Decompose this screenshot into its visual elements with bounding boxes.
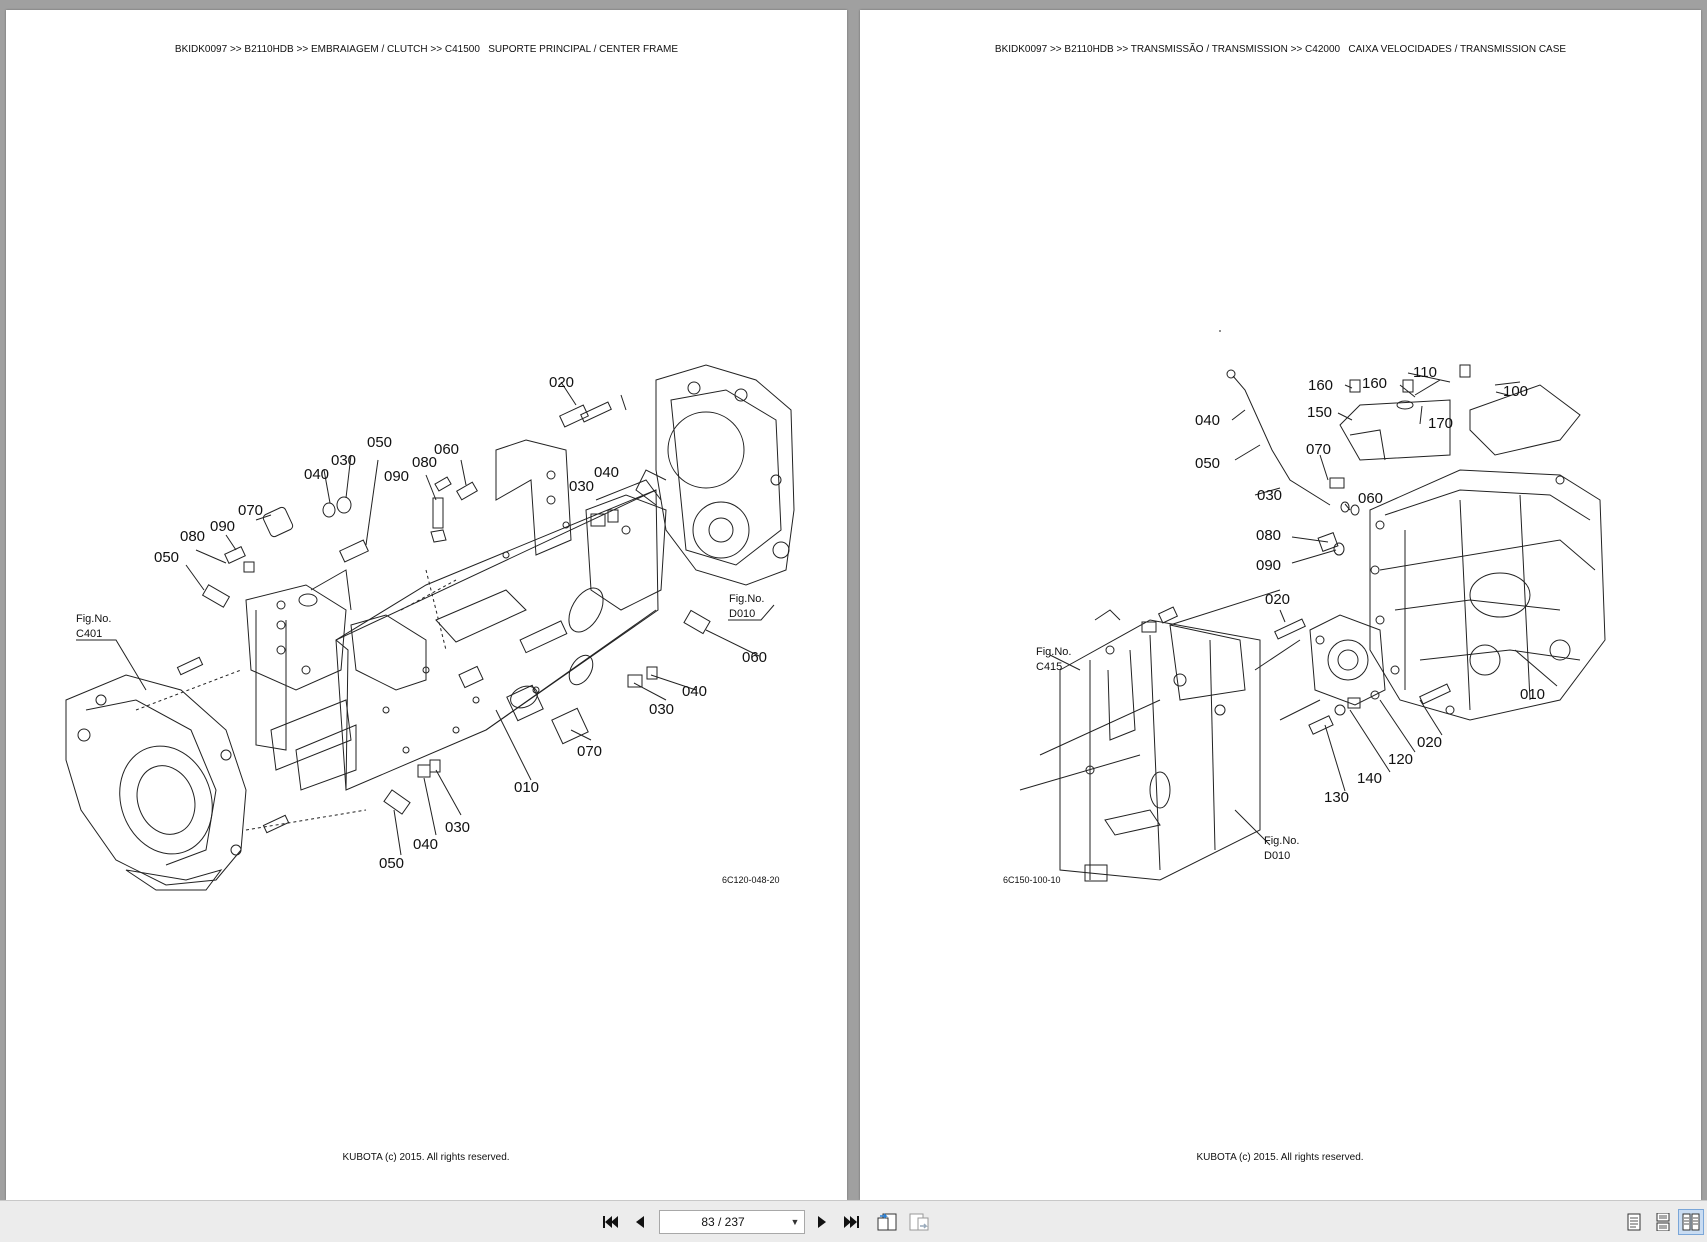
callout-label: 040 bbox=[304, 466, 329, 483]
previous-view-button[interactable] bbox=[874, 1209, 900, 1235]
fig-ref-code: D010 bbox=[729, 608, 755, 620]
page-breadcrumb: BKIDK0097 >> B2110HDB >> TRANSMISSÃO / T… bbox=[994, 44, 1567, 55]
fig-ref-label: Fig.No. bbox=[1264, 835, 1299, 847]
callout-label: 030 bbox=[569, 478, 594, 495]
page-indicator: 83 / 237 bbox=[701, 1215, 745, 1229]
next-view-button[interactable] bbox=[906, 1209, 932, 1235]
callout-label: 040 bbox=[682, 683, 707, 700]
chevron-down-icon: ▼ bbox=[790, 1217, 800, 1227]
callout-label: 050 bbox=[1195, 455, 1220, 472]
callout-label: 100 bbox=[1503, 383, 1528, 400]
fig-ref-code: D010 bbox=[1264, 850, 1290, 862]
parts-diagram-center-frame: 020 050 030 040 080 060 090 030 040 070 … bbox=[65, 364, 795, 891]
page-breadcrumb: BKIDK0097 >> B2110HDB >> EMBRAIAGEM / CL… bbox=[174, 44, 679, 55]
callout-label: 170 bbox=[1428, 415, 1453, 432]
callout-label: 060 bbox=[742, 649, 767, 666]
callout-label: 090 bbox=[1256, 557, 1281, 574]
last-page-button[interactable] bbox=[839, 1209, 865, 1235]
facing-pages-view-button[interactable] bbox=[1678, 1209, 1704, 1235]
callout-label: 070 bbox=[1306, 441, 1331, 458]
callout-label: 070 bbox=[238, 502, 263, 519]
callout-label: 020 bbox=[1417, 734, 1442, 751]
callout-label: 030 bbox=[649, 701, 674, 718]
callout-label: 040 bbox=[413, 836, 438, 853]
first-page-icon bbox=[603, 1216, 618, 1228]
callout-label: 070 bbox=[577, 743, 602, 760]
drawing-code: 6C150-100-10 bbox=[1003, 875, 1061, 885]
callout-label: 050 bbox=[154, 549, 179, 566]
fig-ref-code: C401 bbox=[76, 628, 102, 640]
single-page-view-icon bbox=[1627, 1213, 1641, 1231]
callout-label: 060 bbox=[434, 441, 459, 458]
viewer-toolbar: 83 / 237 ▼ bbox=[0, 1200, 1707, 1242]
callout-label: 120 bbox=[1388, 751, 1413, 768]
facing-pages-view-icon bbox=[1682, 1213, 1700, 1231]
parts-diagram-transmission-case: 110 160 160 100 040 150 170 050 070 030 … bbox=[1003, 330, 1606, 885]
callout-label: 020 bbox=[1265, 591, 1290, 608]
callout-label: 050 bbox=[367, 434, 392, 451]
page-footer: KUBOTA (c) 2015. All rights reserved. bbox=[1196, 1152, 1364, 1163]
callout-label: 050 bbox=[379, 855, 404, 872]
callout-label: 140 bbox=[1357, 770, 1382, 787]
single-page-view-button[interactable] bbox=[1621, 1209, 1647, 1235]
page-right: BKIDK0097 >> B2110HDB >> TRANSMISSÃO / T… bbox=[860, 10, 1701, 1200]
callout-label: 030 bbox=[445, 819, 470, 836]
callout-label: 160 bbox=[1308, 377, 1333, 394]
callout-label: 080 bbox=[180, 528, 205, 545]
callout-label: 150 bbox=[1307, 404, 1332, 421]
callout-label: 010 bbox=[1520, 686, 1545, 703]
next-page-icon bbox=[818, 1216, 826, 1228]
document-viewer: BKIDK0097 >> B2110HDB >> EMBRAIAGEM / CL… bbox=[6, 10, 1701, 1200]
page-left: BKIDK0097 >> B2110HDB >> EMBRAIAGEM / CL… bbox=[6, 10, 847, 1200]
drawing-code: 6C120-048-20 bbox=[722, 875, 780, 885]
fig-ref-label: Fig.No. bbox=[76, 613, 111, 625]
callout-label: 130 bbox=[1324, 789, 1349, 806]
callout-label: 020 bbox=[549, 374, 574, 391]
go-back-view-icon bbox=[877, 1213, 897, 1231]
callout-label: 160 bbox=[1362, 375, 1387, 392]
callout-label: 080 bbox=[1256, 527, 1281, 544]
page-number-select[interactable]: 83 / 237 ▼ bbox=[659, 1210, 805, 1234]
callout-label: 030 bbox=[331, 452, 356, 469]
continuous-view-icon bbox=[1656, 1213, 1670, 1231]
go-forward-view-icon bbox=[909, 1213, 929, 1231]
last-page-icon bbox=[844, 1216, 859, 1228]
callout-label: 080 bbox=[412, 454, 437, 471]
next-page-button[interactable] bbox=[809, 1209, 835, 1235]
callout-label: 040 bbox=[1195, 412, 1220, 429]
fig-ref-label: Fig.No. bbox=[729, 593, 764, 605]
callout-label: 090 bbox=[210, 518, 235, 535]
callout-label: 010 bbox=[514, 779, 539, 796]
callout-label: 110 bbox=[1413, 364, 1437, 381]
prev-page-button[interactable] bbox=[627, 1209, 653, 1235]
fig-ref-code: C415 bbox=[1036, 661, 1062, 673]
callout-label: 060 bbox=[1358, 490, 1383, 507]
callout-label: 040 bbox=[594, 464, 619, 481]
callout-label: 030 bbox=[1257, 487, 1282, 504]
page-footer: KUBOTA (c) 2015. All rights reserved. bbox=[342, 1152, 510, 1163]
prev-page-icon bbox=[636, 1216, 644, 1228]
continuous-view-button[interactable] bbox=[1650, 1209, 1676, 1235]
first-page-button[interactable] bbox=[597, 1209, 623, 1235]
callout-label: 090 bbox=[384, 468, 409, 485]
fig-ref-label: Fig.No. bbox=[1036, 646, 1071, 658]
